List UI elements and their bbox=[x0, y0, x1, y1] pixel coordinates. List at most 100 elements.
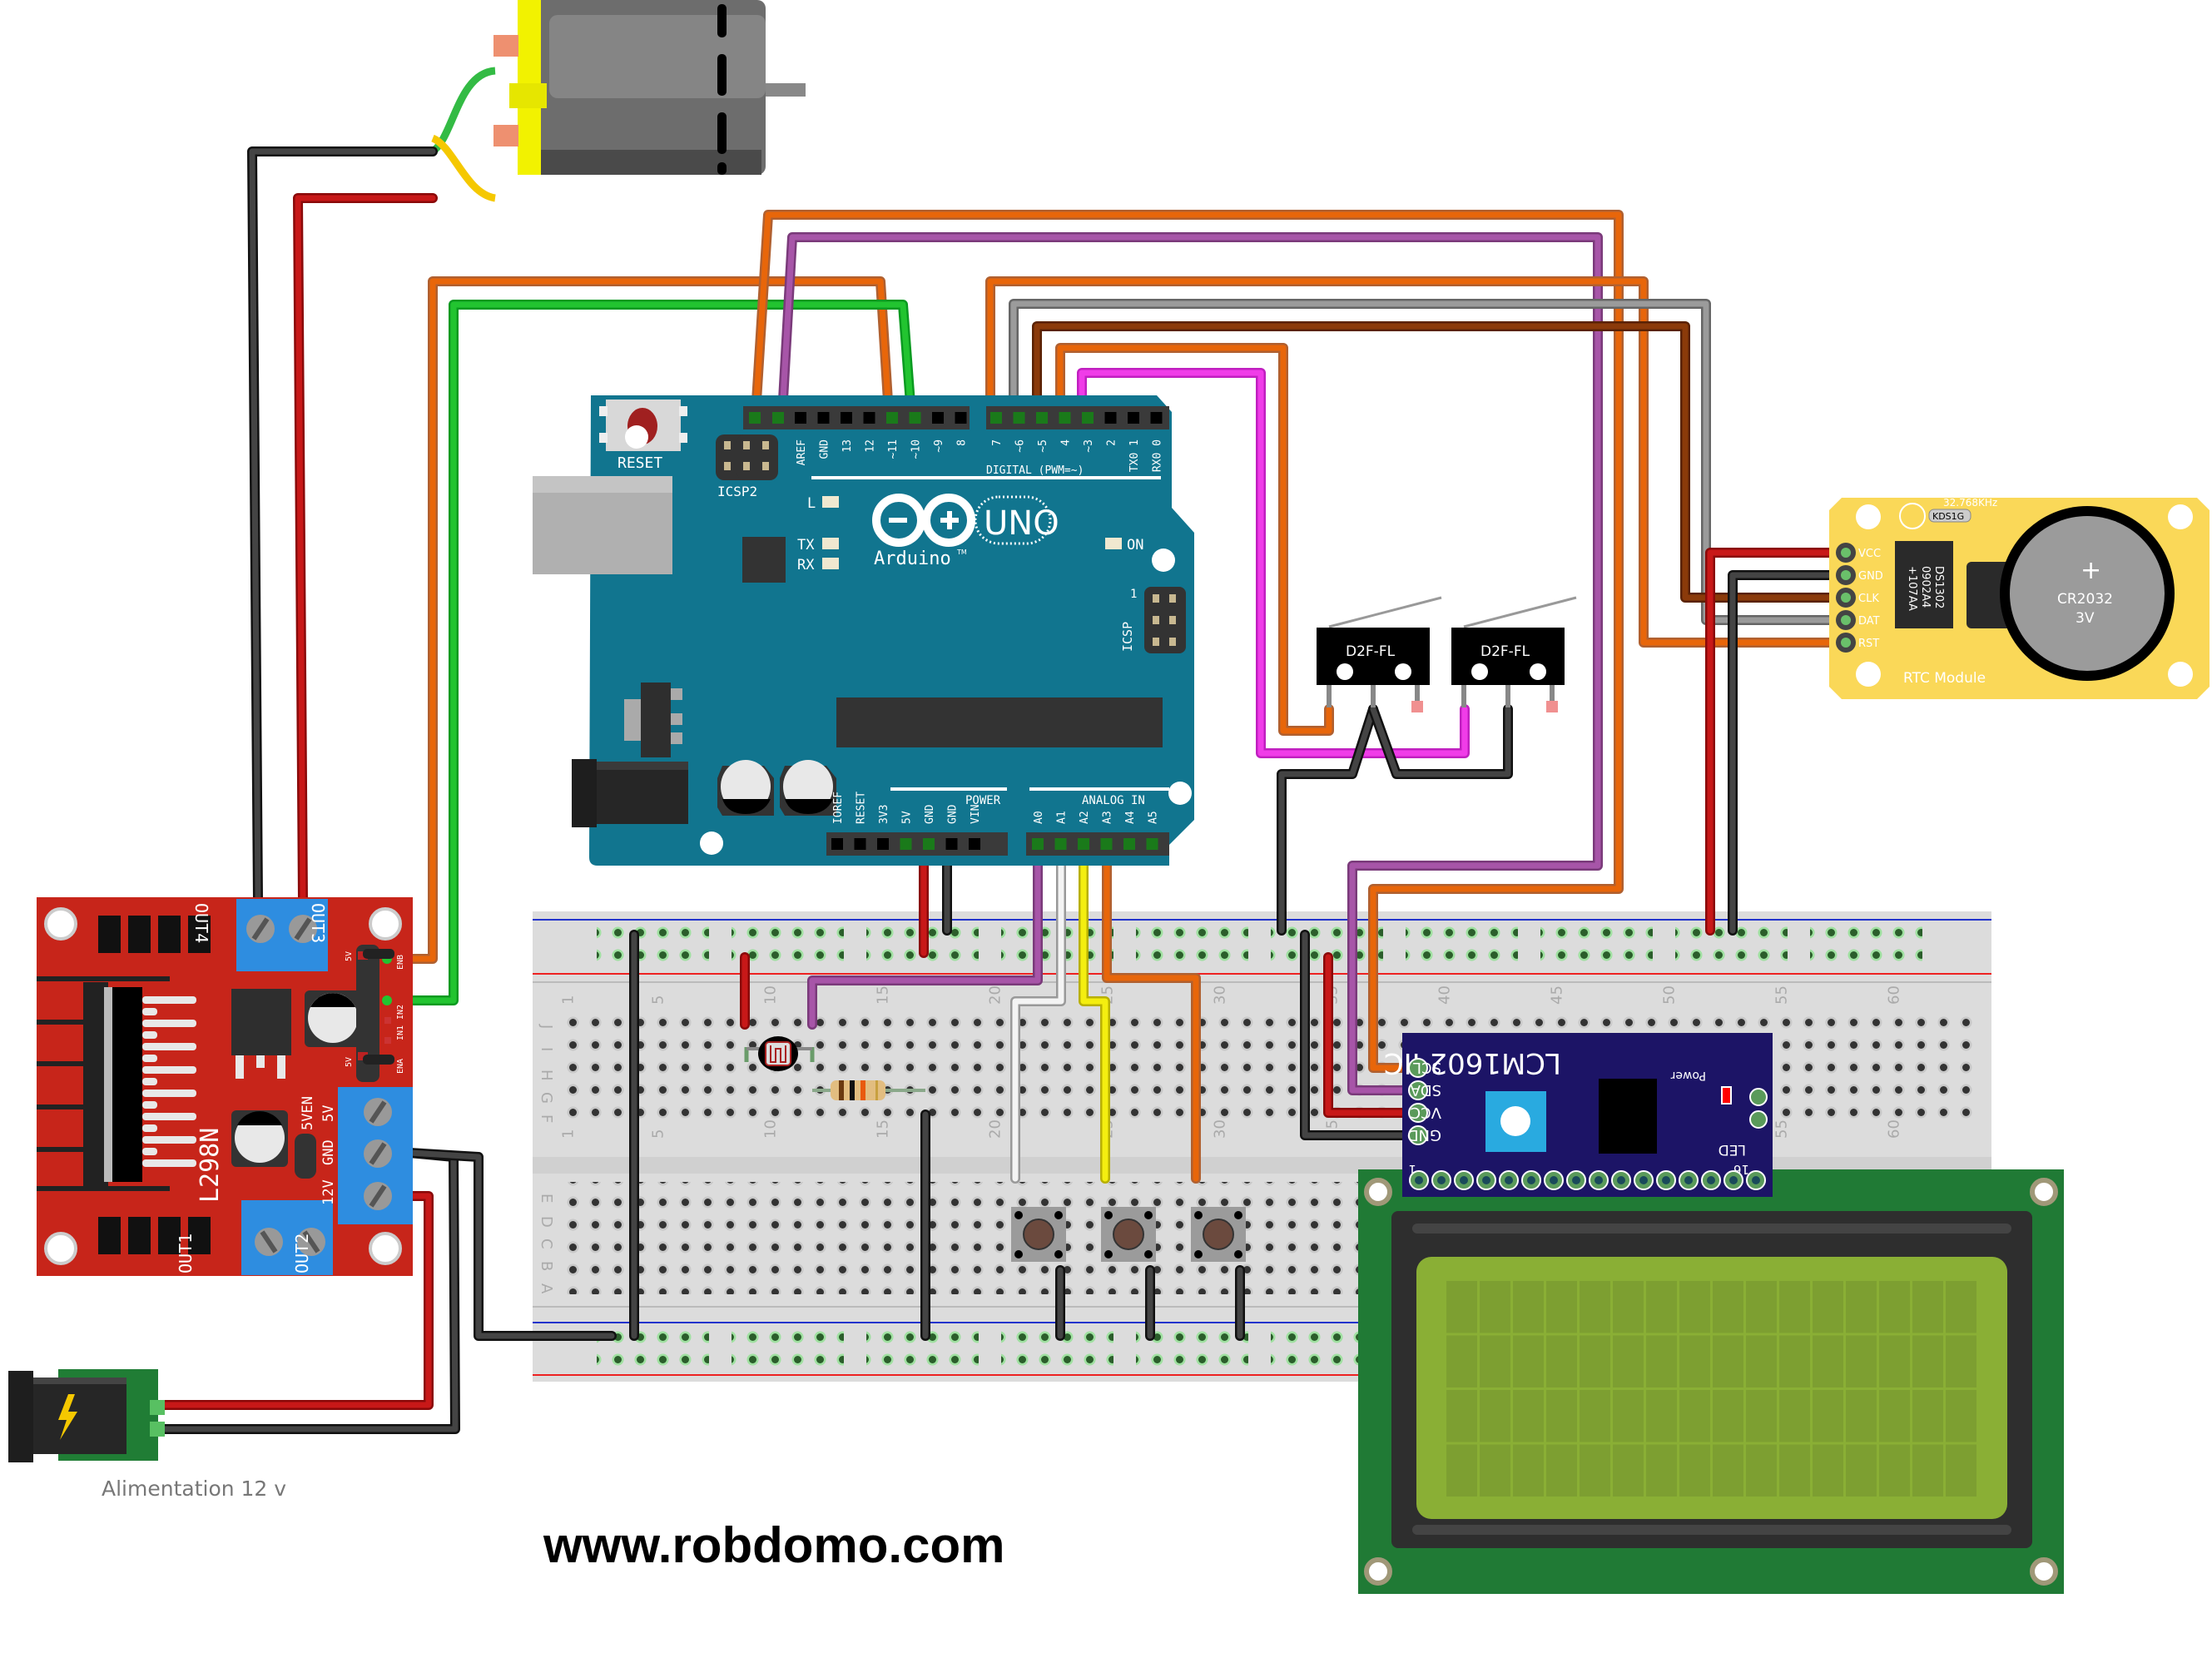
switch-lever[interactable] bbox=[1463, 596, 1577, 628]
led-label-rx: RX bbox=[797, 557, 815, 573]
digital-pin-socket[interactable] bbox=[1150, 412, 1163, 424]
power-pin-label: IOREF bbox=[832, 792, 845, 824]
terminal-power[interactable] bbox=[338, 1087, 413, 1224]
column-number: 30 bbox=[1212, 1119, 1229, 1139]
pin-hole bbox=[1617, 1176, 1625, 1184]
website-url[interactable]: www.robdomo.com bbox=[543, 1517, 1005, 1573]
power-pin-socket[interactable] bbox=[945, 838, 958, 850]
power-header[interactable] bbox=[826, 832, 1008, 856]
digital-pin-socket[interactable] bbox=[932, 412, 944, 424]
digital-pin-socket[interactable] bbox=[886, 412, 898, 424]
lcd-cell bbox=[1546, 1444, 1577, 1497]
column-number: 15 bbox=[875, 985, 892, 1005]
i2c-pin[interactable] bbox=[1408, 1058, 1428, 1078]
mounting-hole bbox=[1856, 662, 1881, 687]
lcd-cell bbox=[1513, 1281, 1544, 1333]
terminal-out3-out4[interactable] bbox=[236, 899, 328, 971]
push-button-2[interactable] bbox=[1101, 1207, 1156, 1262]
digital-pin-socket[interactable] bbox=[863, 412, 875, 424]
limit-switch-2[interactable]: D2F-FL bbox=[1451, 596, 1577, 712]
i2c-pin[interactable] bbox=[1408, 1125, 1428, 1145]
bezel-slot bbox=[1412, 1525, 2011, 1535]
i2c-pin[interactable] bbox=[1408, 1080, 1428, 1100]
led-jumper-pin[interactable] bbox=[1749, 1088, 1768, 1106]
power-pin-socket[interactable] bbox=[831, 838, 843, 850]
led-jumper-pin[interactable] bbox=[1749, 1110, 1768, 1129]
lcd-cell bbox=[1480, 1444, 1510, 1497]
capacitor bbox=[231, 1110, 288, 1167]
digital-pin-socket[interactable] bbox=[1128, 412, 1139, 424]
terminal-out1-out2[interactable] bbox=[241, 1200, 333, 1275]
power-pin-socket[interactable] bbox=[969, 838, 980, 850]
digital-pin-socket[interactable] bbox=[990, 412, 1002, 424]
jack-pin-negative[interactable] bbox=[150, 1422, 165, 1437]
digital-pin-socket[interactable] bbox=[749, 412, 761, 424]
resistor[interactable] bbox=[812, 1080, 925, 1100]
jack-pin-positive[interactable] bbox=[150, 1400, 165, 1415]
digital-pin-socket[interactable] bbox=[909, 412, 921, 424]
lcd-cell bbox=[1513, 1444, 1544, 1497]
led-label-tx: TX bbox=[797, 537, 815, 553]
lcd-cell bbox=[1679, 1444, 1710, 1497]
dc-power-jack bbox=[8, 1369, 165, 1462]
column-number: 30 bbox=[1212, 985, 1229, 1005]
digital-pin-socket[interactable] bbox=[1013, 412, 1025, 424]
contrast-pot-knob[interactable] bbox=[1500, 1106, 1530, 1136]
ena-jumper[interactable] bbox=[363, 1055, 394, 1065]
power-pin-socket[interactable] bbox=[877, 838, 889, 850]
wire-core bbox=[1325, 954, 1418, 1116]
switch-body bbox=[1317, 628, 1430, 685]
digital-pin-socket[interactable] bbox=[772, 412, 784, 424]
pin-hole bbox=[1729, 1176, 1738, 1184]
power-supply-caption: Alimentation 12 v bbox=[102, 1477, 287, 1501]
battery-plus-icon: + bbox=[2081, 556, 2101, 585]
switch-pin bbox=[1327, 685, 1332, 707]
switch-hole bbox=[1395, 663, 1411, 680]
battery-voltage: 3V bbox=[2076, 610, 2095, 627]
digital-pin-socket[interactable] bbox=[1059, 412, 1071, 424]
digital-pin-socket[interactable] bbox=[1104, 412, 1117, 424]
wire-core bbox=[779, 234, 1601, 1094]
lcd-cell bbox=[1846, 1390, 1877, 1442]
analog-pin-socket[interactable] bbox=[1100, 838, 1113, 850]
enb-jumper[interactable] bbox=[363, 949, 394, 959]
lcd-cell bbox=[1846, 1335, 1877, 1387]
limit-switch-1[interactable]: D2F-FL bbox=[1317, 596, 1442, 712]
lcd-cell bbox=[1746, 1281, 1777, 1333]
lcd-cell bbox=[1746, 1335, 1777, 1387]
digital-pin-socket[interactable] bbox=[795, 412, 806, 424]
lcd-cell bbox=[1446, 1390, 1477, 1442]
analog-pin-socket[interactable] bbox=[1146, 838, 1158, 850]
5ven-jumper[interactable] bbox=[295, 1134, 316, 1179]
led-l bbox=[822, 496, 839, 508]
switch-lever[interactable] bbox=[1328, 596, 1442, 628]
lcd-cell bbox=[1879, 1281, 1910, 1333]
analog-pin-socket[interactable] bbox=[1078, 838, 1089, 850]
rtc-pin-label: RST bbox=[1858, 638, 1879, 650]
switch-pin-unused bbox=[1411, 701, 1423, 712]
digital-pin-socket[interactable] bbox=[817, 412, 830, 424]
digital-pin-socket[interactable] bbox=[1082, 412, 1094, 424]
analog-pin-socket[interactable] bbox=[1123, 838, 1135, 850]
header-label-ena: ENA bbox=[396, 1059, 405, 1074]
chip-leg bbox=[142, 1078, 157, 1085]
power-pin-socket[interactable] bbox=[854, 838, 866, 850]
push-button-1[interactable] bbox=[1011, 1207, 1066, 1262]
usb-chip bbox=[742, 537, 786, 583]
push-button-3[interactable] bbox=[1191, 1207, 1246, 1262]
digital-pin-socket[interactable] bbox=[1036, 412, 1048, 424]
power-pin-socket[interactable] bbox=[900, 838, 912, 850]
digital-pin-socket[interactable] bbox=[841, 412, 852, 424]
digital-pin-socket[interactable] bbox=[955, 412, 967, 424]
analog-header[interactable] bbox=[1026, 832, 1169, 856]
row-letter: J bbox=[538, 1024, 555, 1029]
pin-hole bbox=[1662, 1176, 1670, 1184]
photoresistor[interactable] bbox=[744, 1036, 815, 1071]
control-header[interactable] bbox=[356, 945, 392, 1082]
power-pin-socket[interactable] bbox=[923, 838, 935, 850]
analog-pin-socket[interactable] bbox=[1032, 838, 1044, 850]
i2c-pin[interactable] bbox=[1408, 1103, 1428, 1123]
analog-pin-socket[interactable] bbox=[1054, 838, 1067, 850]
lcd-cell bbox=[1713, 1444, 1743, 1497]
